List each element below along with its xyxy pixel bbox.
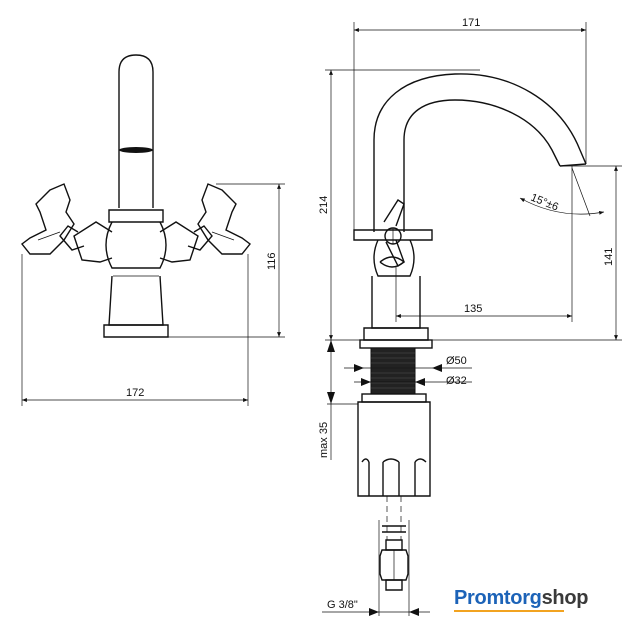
dim-max35-label: max 35 bbox=[318, 422, 330, 458]
side-body bbox=[373, 239, 415, 277]
front-spout-outlet bbox=[119, 147, 153, 153]
side-view: 171 214 141 135 15°±6 Ø50 Ø32 max 35 G 3… bbox=[318, 17, 622, 616]
front-base-ring bbox=[103, 324, 169, 338]
brand-logo: Promtorgshop bbox=[454, 587, 589, 612]
dim-d50-label: Ø50 bbox=[446, 355, 467, 367]
dim-135-label: 135 bbox=[464, 303, 482, 315]
left-valve bbox=[21, 183, 113, 263]
dim-d32-label: Ø32 bbox=[446, 375, 467, 387]
dim-171-label: 171 bbox=[462, 17, 480, 29]
dim-g38-label: G 3/8" bbox=[327, 599, 358, 611]
angle-label: 15°±6 bbox=[529, 192, 560, 214]
side-spout-inner bbox=[403, 99, 561, 232]
right-cross-handle bbox=[197, 183, 251, 255]
mounting-nut bbox=[357, 401, 431, 497]
dim-172-label: 172 bbox=[126, 387, 144, 399]
side-spout-outer bbox=[373, 73, 587, 232]
brand-name-part1: Promtorg bbox=[454, 587, 542, 609]
side-base-ring bbox=[363, 327, 429, 341]
threaded-shank bbox=[370, 347, 416, 395]
dim-116-label: 116 bbox=[266, 252, 278, 270]
flex-hose bbox=[379, 496, 409, 591]
side-cross-handle bbox=[353, 199, 433, 268]
front-body bbox=[105, 221, 167, 269]
brand-underline bbox=[454, 610, 564, 612]
angle-arc bbox=[519, 197, 605, 215]
brand-name-part2: shop bbox=[541, 587, 589, 609]
right-valve bbox=[159, 183, 251, 263]
front-base-column bbox=[108, 275, 164, 326]
front-spout bbox=[118, 54, 154, 208]
dim-214-label: 214 bbox=[318, 196, 330, 214]
dim-141-label: 141 bbox=[603, 248, 615, 266]
front-body-top bbox=[108, 209, 164, 223]
front-view: 116 172 bbox=[21, 54, 285, 406]
left-cross-handle bbox=[21, 183, 75, 255]
